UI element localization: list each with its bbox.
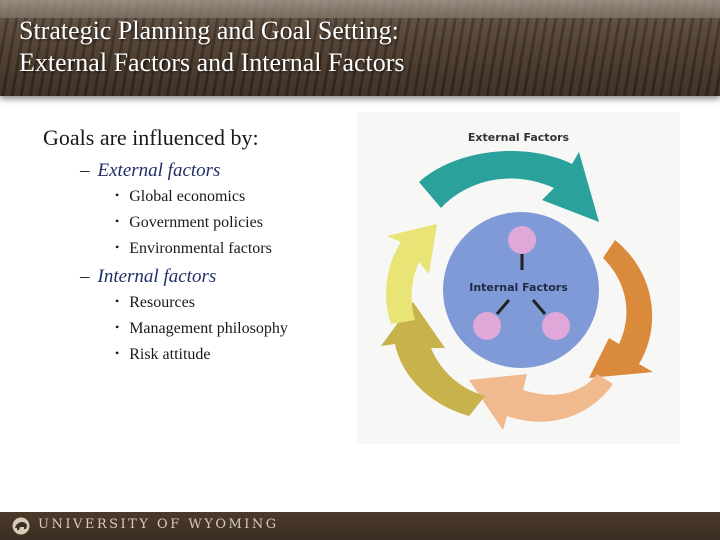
- bullet-dot: •: [115, 346, 120, 360]
- node-left: [473, 312, 501, 340]
- main-bullet: Goals are influenced by:: [43, 125, 259, 150]
- list-item: •Global economics: [115, 188, 246, 205]
- arrow-orange: [589, 240, 653, 378]
- header-banner: Strategic Planning and Goal Setting: Ext…: [0, 0, 720, 96]
- internal-factors-label: Internal Factors: [469, 281, 568, 294]
- title-line-1: Strategic Planning and Goal Setting:: [19, 16, 399, 45]
- bullet-dot: •: [115, 214, 120, 228]
- node-top: [508, 226, 536, 254]
- bullet-dot: •: [115, 320, 120, 334]
- list-item: •Environmental factors: [115, 240, 272, 257]
- header-sky: [0, 0, 720, 18]
- list-item: •Management philosophy: [115, 320, 288, 337]
- list-item: •Risk attitude: [115, 346, 211, 363]
- node-right: [542, 312, 570, 340]
- slide-title: Strategic Planning and Goal Setting: Ext…: [19, 15, 699, 79]
- title-line-2: External Factors and Internal Factors: [19, 48, 405, 77]
- dash-marker: –: [80, 266, 90, 287]
- institution-name: UNIVERSITY OF WYOMING: [38, 517, 279, 532]
- cycle-graphic: [381, 151, 653, 430]
- group-external: –External factors: [80, 160, 220, 182]
- bullet-dot: •: [115, 240, 120, 254]
- bullet-dot: •: [115, 294, 120, 308]
- footer-bar: UNIVERSITY OF WYOMING: [0, 512, 720, 540]
- arrow-peach: [469, 374, 613, 430]
- arrow-yellow: [386, 224, 437, 324]
- arrow-olive: [381, 302, 485, 416]
- factors-cycle-diagram: External Factors Internal Factors: [357, 112, 680, 444]
- list-item: •Government policies: [115, 214, 263, 231]
- list-item: •Resources: [115, 294, 195, 311]
- bullet-dot: •: [115, 188, 120, 202]
- bison-logo-icon: [12, 517, 30, 535]
- arrow-teal: [419, 151, 599, 222]
- dash-marker: –: [80, 160, 90, 181]
- group-internal: –Internal factors: [80, 266, 216, 288]
- group-label: External factors: [97, 160, 221, 181]
- external-factors-label: External Factors: [467, 131, 570, 144]
- group-label: Internal factors: [97, 266, 217, 287]
